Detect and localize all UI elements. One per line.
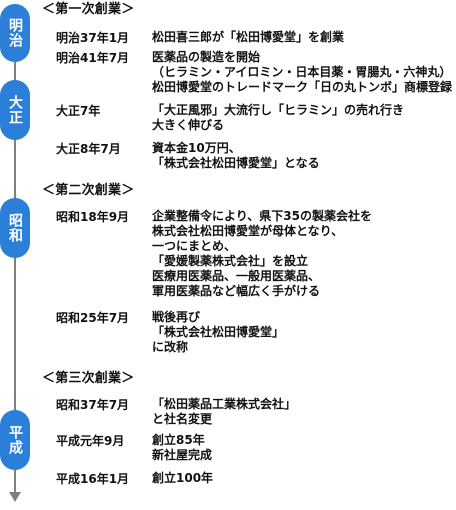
event-description: 医薬品の製造を開始 （ヒラミン・アイロミン・日本目薬・胃腸丸・六神丸） 松田博愛… — [152, 50, 452, 95]
event-description: 企業整備令により、県下35の製薬会社を 株式会社松田博愛堂が母体となり、 一つに… — [152, 209, 372, 299]
section-header-first-founding: ＜第一次創業＞ — [42, 2, 135, 17]
era-badge-heisei: 平成 — [0, 410, 30, 470]
arrow-down-icon — [9, 492, 21, 502]
event-date: 大正8年7月 — [56, 142, 121, 156]
event-description-line: 資本金10万円、 — [152, 141, 241, 155]
event-description: 「大正風邪」大流行し「ヒラミン」の売れ行き 大きく伸びる — [152, 103, 404, 133]
event-date: 昭和37年7月 — [56, 398, 130, 412]
event-description-line: 「株式会社松田博愛堂」 — [152, 325, 285, 339]
era-badge-taisho: 大正 — [0, 80, 30, 140]
event-description: 創立100年 — [152, 471, 213, 486]
event-description: 資本金10万円、 「株式会社松田博愛堂」となる — [152, 141, 320, 171]
event-description-line: 軍用医薬品など幅広く手がける — [152, 284, 321, 298]
event-description-line: 医薬品の製造を開始 — [152, 50, 261, 64]
event-description-line: 松田博愛堂のトレードマーク「日の丸トンボ」商標登録 — [152, 80, 453, 94]
event-date: 大正7年 — [56, 104, 101, 118]
event-description-line: 「愛媛製薬株式会社」を設立 — [152, 254, 309, 268]
event-description-line: 「大正風邪」大流行し「ヒラミン」の売れ行き — [152, 103, 405, 117]
event-date: 平成元年9月 — [56, 434, 125, 448]
event-description-line: 創立85年 — [152, 433, 205, 447]
event-description-line: 「松田薬品工業株式会社」 — [152, 397, 297, 411]
event-date: 昭和25年7月 — [56, 311, 130, 325]
event-description-line: 新社屋完成 — [152, 448, 213, 462]
event-description: 創立85年 新社屋完成 — [152, 433, 212, 463]
event-description-line: 企業整備令により、県下35の製薬会社を — [152, 209, 372, 223]
era-badge-meiji: 明治 — [0, 4, 30, 62]
event-description-line: 大きく伸びる — [152, 118, 225, 132]
event-description: 「松田薬品工業株式会社」 と社名変更 — [152, 397, 296, 427]
event-description-line: 一つにまとめ、 — [152, 239, 237, 253]
event-date: 明治41年7月 — [56, 51, 130, 65]
event-description-line: （ヒラミン・アイロミン・日本目薬・胃腸丸・六神丸） — [152, 65, 452, 79]
section-header-second-founding: ＜第二次創業＞ — [42, 183, 135, 198]
event-description-line: 株式会社松田博愛堂が母体となり、 — [152, 224, 344, 238]
event-date: 平成16年1月 — [56, 472, 130, 486]
event-description: 松田喜三郎が「松田博愛堂」を創業 — [152, 30, 344, 45]
section-header-third-founding: ＜第三次創業＞ — [42, 371, 135, 386]
event-description-line: 「株式会社松田博愛堂」となる — [152, 156, 320, 170]
event-description-line: 創立100年 — [152, 471, 214, 485]
era-badge-showa: 昭和 — [0, 198, 30, 258]
event-description-line: 戦後再び — [152, 310, 201, 324]
event-description-line: 医療用医薬品、一般用医薬品、 — [152, 269, 321, 283]
event-date: 昭和18年9月 — [56, 210, 130, 224]
event-description-line: 松田喜三郎が「松田博愛堂」を創業 — [152, 30, 345, 44]
event-date: 明治37年1月 — [56, 31, 130, 45]
event-description: 戦後再び 「株式会社松田博愛堂」 に改称 — [152, 310, 284, 355]
event-description-line: に改称 — [152, 340, 189, 354]
event-description-line: と社名変更 — [152, 412, 213, 426]
